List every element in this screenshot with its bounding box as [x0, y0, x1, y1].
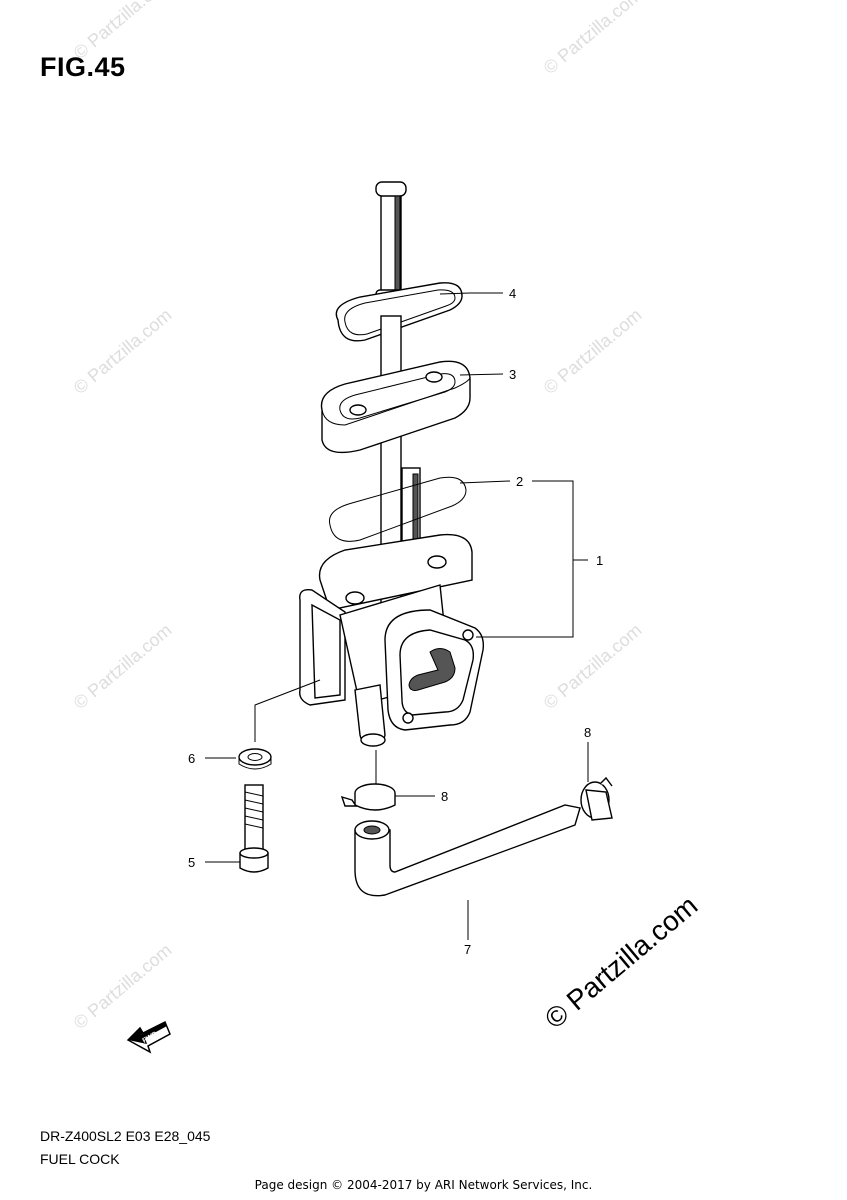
watermark-large: © Partzilla.com: [539, 890, 703, 1035]
model-code: DR-Z400SL2 E03 E28_045: [40, 1128, 211, 1144]
callout-1: 1: [596, 553, 603, 568]
callout-6: 6: [188, 751, 195, 766]
callout-7: 7: [464, 942, 471, 957]
callout-3: 3: [509, 367, 516, 382]
watermark: © Partzilla.com: [70, 0, 176, 63]
callout-8-upper: 8: [584, 725, 591, 740]
callout-8-lower: 8: [441, 789, 448, 804]
part-8-clamp-lower: [580, 776, 613, 821]
part-7-hose: [354, 804, 581, 897]
callouts: 4 3 2 1 6 8 8 5 7: [188, 286, 603, 957]
watermark: © Partzilla.com: [540, 0, 646, 78]
callout-5: 5: [188, 855, 195, 870]
leader-lines: [205, 292, 589, 940]
fwd-arrow-icon: FWD: [126, 1020, 171, 1054]
watermark: © Partzilla.com: [540, 305, 646, 398]
watermark: © Partzilla.com: [70, 620, 176, 713]
part-6-washer: [238, 748, 272, 770]
callout-2: 2: [516, 474, 523, 489]
part-2-oring: [328, 467, 467, 561]
callout-4: 4: [509, 286, 516, 301]
part-5-screw: [239, 784, 269, 873]
footer-copyright: Page design © 2004-2017 by ARI Network S…: [254, 1178, 593, 1192]
part-4-stem-oring: [335, 181, 463, 342]
watermark: © Partzilla.com: [540, 620, 646, 713]
part-1-fuel-cock-body: [299, 533, 485, 747]
watermark: © Partzilla.com: [70, 305, 176, 398]
watermark: © Partzilla.com: [70, 940, 176, 1033]
part-3-gasket: [320, 360, 471, 454]
part-8-clamp-upper: [340, 783, 396, 811]
figure-title: FIG.45: [40, 52, 126, 82]
section-name: FUEL COCK: [40, 1151, 120, 1167]
